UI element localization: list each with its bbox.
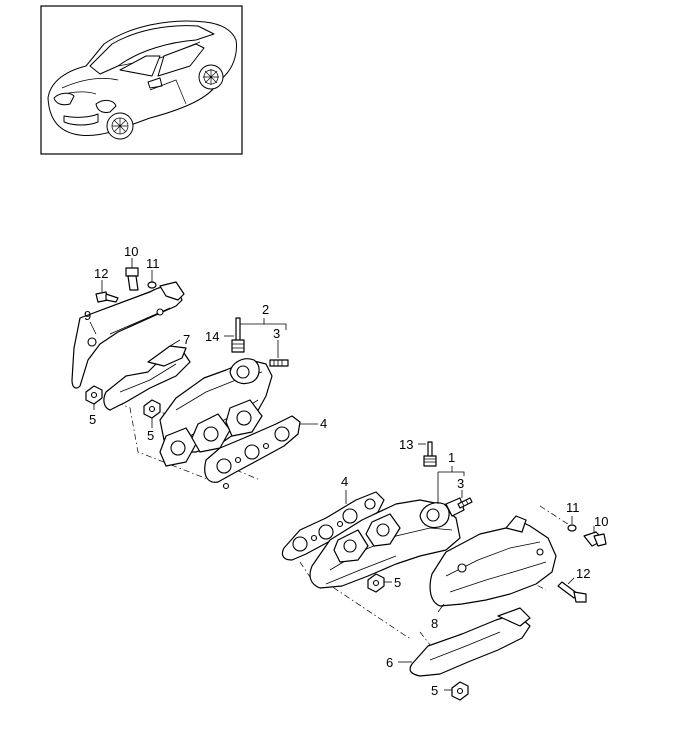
callout-3-left: 3 — [273, 326, 280, 341]
bolt-right-12 — [557, 581, 579, 599]
callout-5-right-b: 5 — [431, 683, 438, 698]
callout-5-left-a: 5 — [89, 412, 96, 427]
callout-4-right: 4 — [341, 474, 348, 489]
callout-10-right: 10 — [594, 514, 608, 529]
callout-11-right: 11 — [566, 500, 580, 515]
left-bank-assembly — [71, 267, 301, 490]
callout-9: 9 — [84, 308, 91, 323]
callout-12-right: 12 — [576, 566, 590, 581]
callout-8: 8 — [431, 616, 438, 631]
callout-7: 7 — [183, 332, 190, 347]
leader-lines — [89, 258, 595, 691]
callout-14: 14 — [205, 329, 219, 344]
callout-11-left: 11 — [146, 256, 160, 271]
heat-shield-right-lower — [409, 613, 531, 677]
washer-right-11 — [567, 524, 577, 532]
sensor-left — [235, 317, 241, 343]
car-illustration — [47, 20, 237, 140]
washer-left-11 — [147, 281, 157, 289]
right-bank-assembly — [281, 441, 607, 701]
gasket-right — [281, 491, 385, 561]
callout-3-right: 3 — [457, 476, 464, 491]
callout-2: 2 — [262, 302, 269, 317]
callout-13: 13 — [399, 437, 413, 452]
callout-4-left: 4 — [320, 416, 327, 431]
callout-labels: 2 3 14 7 9 10 11 12 4 5 5 1 13 3 4 5 8 6… — [84, 244, 608, 698]
callout-5-right-a: 5 — [394, 575, 401, 590]
callout-5-left-b: 5 — [147, 428, 154, 443]
vehicle-thumbnail — [40, 5, 243, 155]
callout-6: 6 — [386, 655, 393, 670]
stud-left — [269, 359, 289, 367]
callout-10-left: 10 — [124, 244, 138, 259]
callout-1: 1 — [448, 450, 455, 465]
callout-12-left: 12 — [94, 266, 108, 281]
bolt-left-10 — [125, 267, 139, 277]
